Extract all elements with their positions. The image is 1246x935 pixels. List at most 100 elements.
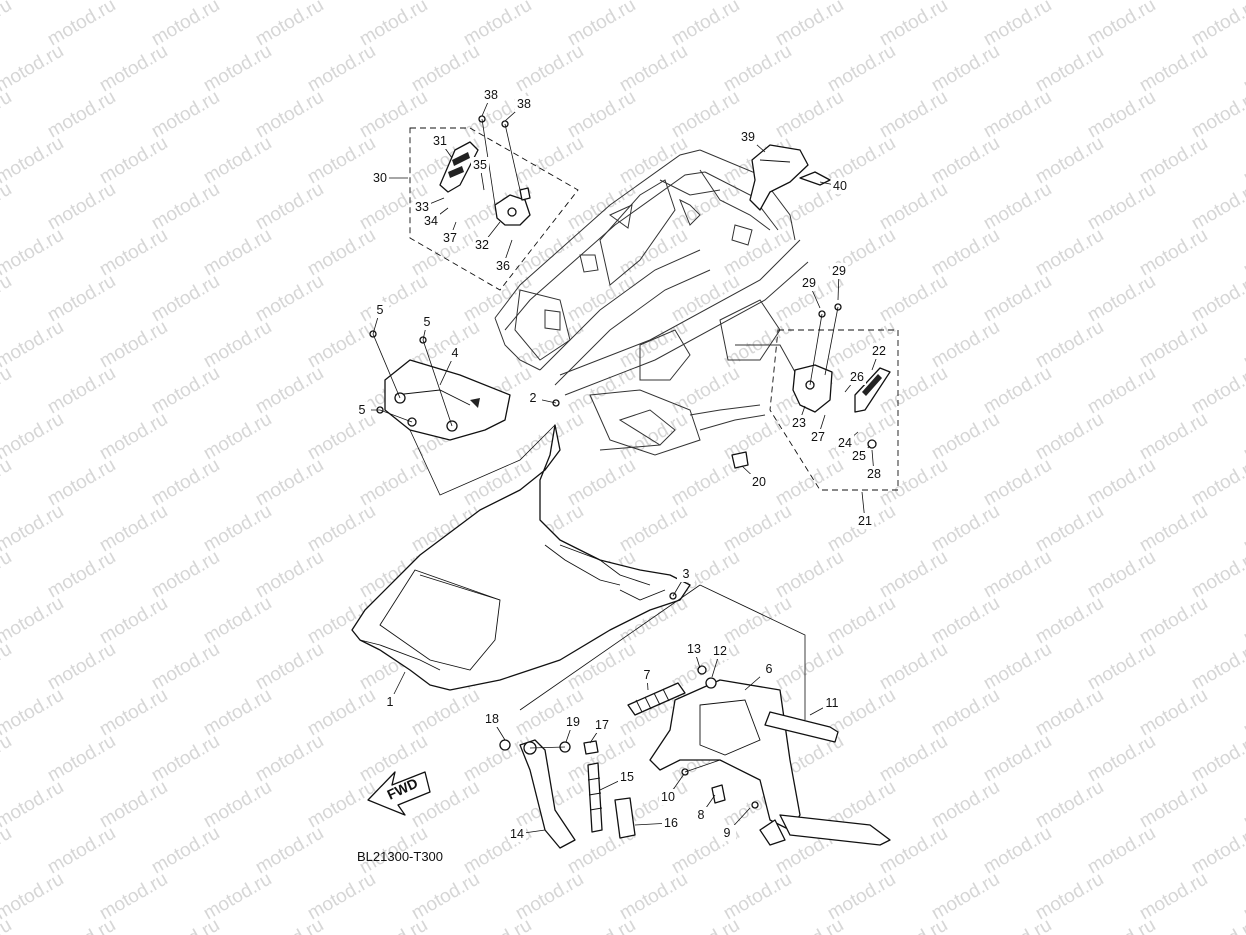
callout-37: 37 bbox=[443, 231, 457, 245]
watermark-text: motod.ru bbox=[148, 915, 223, 935]
callout-bg-13 bbox=[685, 641, 703, 657]
watermark-text: motod.ru bbox=[0, 823, 15, 879]
watermark-text: motod.ru bbox=[1240, 225, 1246, 281]
callout-5c: 5 bbox=[359, 403, 366, 417]
callout-21: 21 bbox=[858, 514, 872, 528]
watermark-text: motod.ru bbox=[1240, 777, 1246, 833]
callout-bg-1 bbox=[381, 694, 399, 710]
callout-bg-3 bbox=[677, 566, 695, 582]
watermark-text: motod.ru bbox=[0, 685, 67, 741]
callout-16: 16 bbox=[664, 816, 678, 830]
part-32-footrest-bracket-left bbox=[494, 187, 531, 226]
callout-bg-39 bbox=[739, 129, 757, 145]
watermark-text: motod.ru bbox=[1084, 915, 1159, 935]
callout-bg-14 bbox=[508, 826, 526, 842]
callout-bg-7 bbox=[638, 667, 656, 683]
watermark-text: motod.ru bbox=[356, 915, 431, 935]
watermark-text: motod.ru bbox=[0, 869, 67, 925]
callout-24: 24 bbox=[838, 436, 852, 450]
callout-bg-32 bbox=[473, 237, 491, 253]
callout-32: 32 bbox=[475, 238, 489, 252]
watermark-text: motod.ru bbox=[1240, 409, 1246, 465]
part-1-under-cover bbox=[351, 424, 691, 691]
callout-bg-20 bbox=[750, 474, 768, 490]
callout-1: 1 bbox=[387, 695, 394, 709]
callout-15: 15 bbox=[620, 770, 634, 784]
watermark-text: motod.ru bbox=[980, 915, 1055, 935]
callout-bg-17 bbox=[593, 717, 611, 733]
part-16-collar bbox=[614, 797, 636, 839]
group-30-box bbox=[409, 127, 579, 291]
callout-bg-38b bbox=[515, 96, 533, 112]
callout-bg-23 bbox=[790, 415, 808, 431]
callout-27: 27 bbox=[811, 430, 825, 444]
callout-9: 9 bbox=[724, 826, 731, 840]
watermark-text: motod.ru bbox=[1240, 501, 1246, 557]
watermark-text: motod.ru bbox=[1188, 915, 1246, 935]
callout-bg-5a bbox=[371, 302, 389, 318]
callout-3: 3 bbox=[683, 567, 690, 581]
callout-bg-34 bbox=[422, 213, 440, 229]
callout-bg-5c bbox=[353, 402, 371, 418]
part-4-cover bbox=[384, 359, 511, 441]
watermark-text: motod.ru bbox=[1240, 685, 1246, 741]
watermark-text: motod.ru bbox=[0, 133, 67, 189]
watermark-text: motod.ru bbox=[0, 363, 15, 419]
callout-bg-19 bbox=[564, 714, 582, 730]
callout-26: 26 bbox=[850, 370, 864, 384]
diagram-code: BL21300-T300 bbox=[357, 849, 443, 864]
callout-39: 39 bbox=[741, 130, 755, 144]
watermark-text: motod.ru bbox=[0, 317, 67, 373]
watermark-text: motod.ru bbox=[564, 915, 639, 935]
callout-bg-8 bbox=[692, 807, 710, 823]
callout-29a: 29 bbox=[802, 276, 816, 290]
watermark-text: motod.ru bbox=[0, 87, 15, 143]
callout-bg-31 bbox=[431, 133, 449, 149]
callout-20: 20 bbox=[752, 475, 766, 489]
watermark-text: motod.ru bbox=[0, 409, 67, 465]
part-11-shaft bbox=[764, 711, 839, 743]
watermark-text: motod.ru bbox=[1240, 869, 1246, 925]
watermark-text: motod.ru bbox=[0, 271, 15, 327]
callout-40: 40 bbox=[833, 179, 847, 193]
part-20-damper bbox=[731, 451, 749, 469]
callout-12: 12 bbox=[713, 644, 727, 658]
small-fasteners bbox=[369, 115, 877, 809]
callout-bg-2 bbox=[524, 390, 542, 406]
watermark-text: motod.ru bbox=[0, 0, 15, 50]
callout-8: 8 bbox=[698, 808, 705, 822]
callout-bg-35 bbox=[471, 157, 489, 173]
watermark-text: motod.ru bbox=[0, 593, 67, 649]
callout-18: 18 bbox=[485, 712, 499, 726]
callout-bg-26 bbox=[848, 369, 866, 385]
callout-bg-29a bbox=[800, 275, 818, 291]
callout-25: 25 bbox=[852, 449, 866, 463]
callout-bg-10 bbox=[659, 789, 677, 805]
callout-14: 14 bbox=[510, 827, 524, 841]
watermark-text: motod.ru bbox=[0, 41, 67, 97]
watermark-text: motod.ru bbox=[772, 915, 847, 935]
watermark-text: motod.ru bbox=[0, 179, 15, 235]
callout-36: 36 bbox=[496, 259, 510, 273]
part-15-spring bbox=[587, 762, 603, 833]
callout-bg-24 bbox=[836, 435, 854, 451]
callout-30: 30 bbox=[373, 171, 387, 185]
watermark-text: motod.ru bbox=[876, 915, 951, 935]
watermark-text: motod.ru bbox=[0, 731, 15, 787]
callout-28: 28 bbox=[867, 467, 881, 481]
callout-bg-36 bbox=[494, 258, 512, 274]
watermark-text: motod.ru bbox=[460, 915, 535, 935]
callout-33: 33 bbox=[415, 200, 429, 214]
callout-38a: 38 bbox=[484, 88, 498, 102]
callout-bg-27 bbox=[809, 429, 827, 445]
callout-4: 4 bbox=[452, 346, 459, 360]
callout-5a: 5 bbox=[377, 303, 384, 317]
part-6-main-stand bbox=[649, 679, 891, 846]
callout-bg-18 bbox=[483, 711, 501, 727]
watermark-text: motod.ru bbox=[0, 547, 15, 603]
callout-34: 34 bbox=[424, 214, 438, 228]
